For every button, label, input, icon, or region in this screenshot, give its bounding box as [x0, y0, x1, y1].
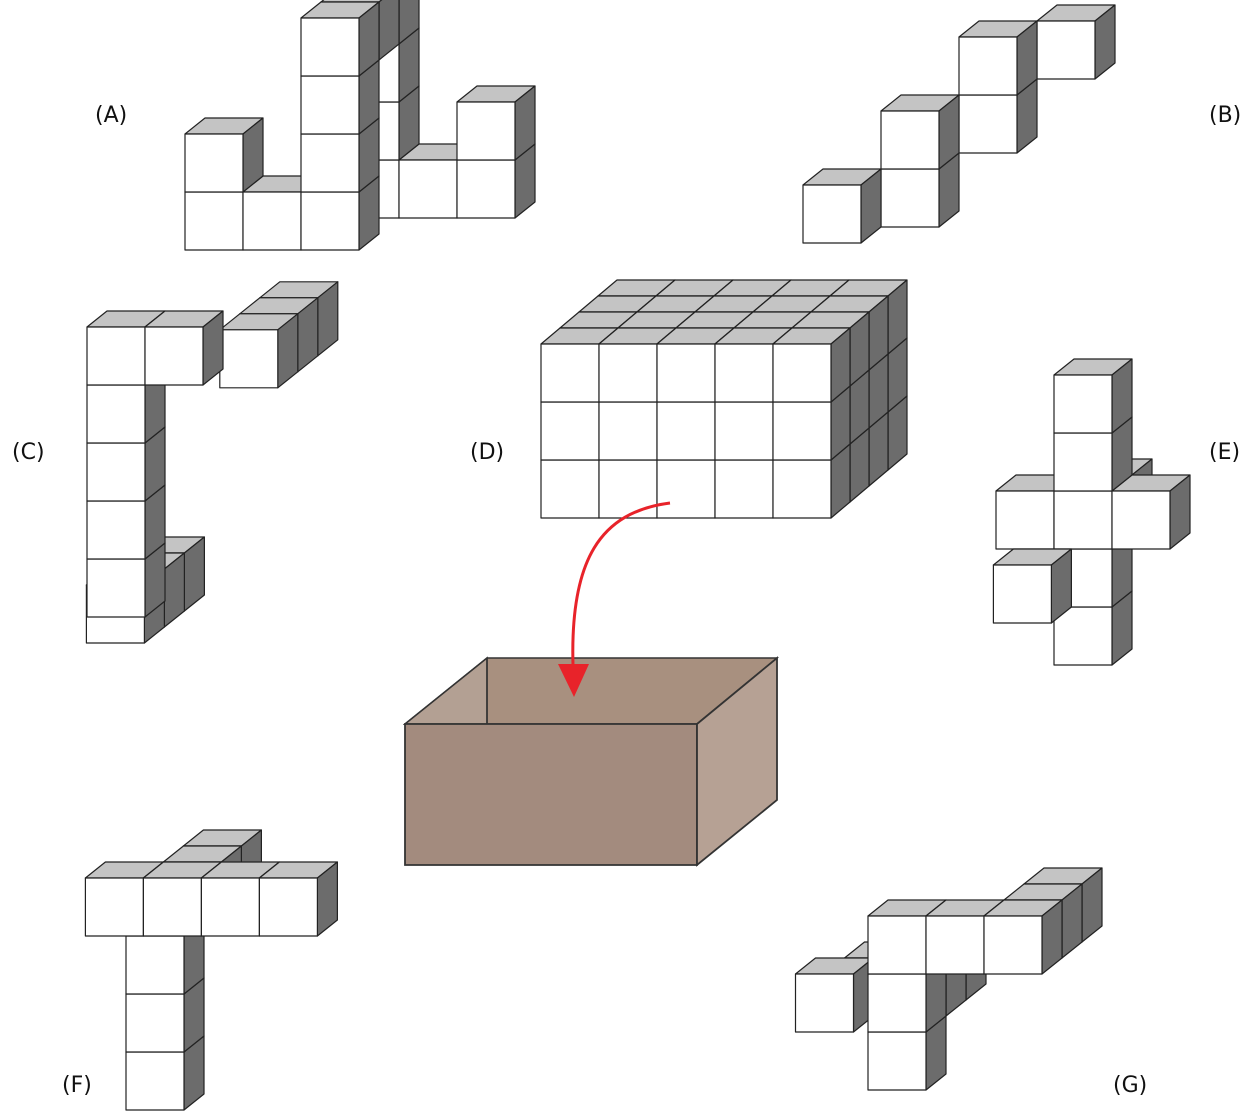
unit-cube: [144, 310, 224, 386]
cube-front-face: [772, 401, 832, 461]
cube-front-face: [772, 459, 832, 519]
cube-front-face: [1053, 606, 1113, 666]
unit-cube: [992, 548, 1073, 624]
label-b: (B): [1209, 103, 1241, 128]
open-box: [402, 656, 780, 867]
label-c: (C): [12, 440, 45, 465]
cube-front-face: [142, 877, 202, 937]
unit-cube: [1053, 358, 1133, 434]
cube-front-face: [598, 401, 658, 461]
unit-cube: [794, 957, 875, 1033]
box-inner-left-wall: [402, 656, 488, 725]
unit-cube: [880, 94, 960, 170]
cube-front-face: [540, 401, 600, 461]
shape-a: [184, 0, 536, 251]
cube-front-face: [1036, 20, 1096, 80]
cube-front-face: [714, 459, 774, 519]
cube-front-face: [258, 877, 318, 937]
unit-cube: [219, 313, 299, 389]
cube-front-face: [880, 168, 940, 228]
shape-g: [794, 867, 1103, 1091]
unit-cube: [802, 168, 882, 244]
cube-front-face: [184, 133, 244, 193]
cube-front-face: [184, 191, 244, 251]
unit-cube: [958, 20, 1038, 96]
cube-front-face: [300, 75, 360, 135]
cube-front-face: [867, 1031, 927, 1091]
cube-front-face: [125, 993, 185, 1053]
box-right-face: [696, 656, 778, 867]
cube-front-face: [1111, 490, 1171, 550]
cube-front-face: [540, 343, 600, 403]
cube-front-face: [714, 343, 774, 403]
cube-front-face: [772, 343, 832, 403]
unit-cube: [1036, 4, 1116, 80]
cube-front-face: [86, 326, 146, 386]
cube-front-face: [1053, 490, 1113, 550]
shape-f: [84, 829, 338, 1111]
cube-front-face: [86, 384, 146, 444]
label-e: (E): [1209, 440, 1240, 465]
cube-front-face: [300, 133, 360, 193]
shape-d-cuboid: [540, 279, 908, 519]
cube-front-face: [540, 459, 600, 519]
cube-front-face: [1053, 374, 1113, 434]
cube-front-face: [880, 110, 940, 170]
unit-cube: [983, 899, 1063, 975]
unit-cube: [1111, 474, 1191, 550]
shape-c: [85, 281, 339, 644]
unit-cube: [184, 117, 264, 193]
shape-b: [802, 4, 1116, 244]
label-a: (A): [95, 103, 127, 128]
cube-front-face: [925, 915, 985, 975]
box-front-face: [404, 723, 698, 866]
cube-front-face: [983, 915, 1043, 975]
cube-front-face: [995, 490, 1055, 550]
label-g: (G): [1113, 1073, 1147, 1098]
cube-front-face: [144, 326, 204, 386]
red-curved-arrow: [558, 501, 671, 697]
cube-front-face: [714, 401, 774, 461]
unit-cube: [300, 1, 380, 77]
cube-front-face: [200, 877, 260, 937]
cube-front-face: [242, 191, 302, 251]
cube-front-face: [867, 973, 927, 1033]
cube-front-face: [958, 94, 1018, 154]
label-d: (D): [470, 440, 504, 465]
cube-front-face: [867, 915, 927, 975]
cube-front-face: [84, 877, 144, 937]
shape-e: [992, 358, 1191, 666]
cube-front-face: [656, 343, 716, 403]
cube-front-face: [398, 159, 458, 219]
cube-front-face: [456, 159, 516, 219]
unit-cube: [456, 85, 536, 161]
cube-front-face: [86, 442, 146, 502]
cube-front-face: [794, 973, 855, 1033]
cube-front-face: [1053, 432, 1113, 492]
cube-front-face: [656, 459, 716, 519]
cube-front-face: [958, 36, 1018, 96]
cube-front-face: [300, 17, 360, 77]
cube-front-face: [86, 500, 146, 560]
cube-front-face: [125, 935, 185, 995]
cube-front-face: [86, 558, 146, 618]
label-f: (F): [62, 1073, 92, 1098]
unit-cube: [772, 327, 851, 403]
cube-front-face: [656, 401, 716, 461]
cube-front-face: [125, 1051, 185, 1111]
cube-front-face: [598, 343, 658, 403]
cube-front-face: [456, 101, 516, 161]
cube-front-face: [992, 564, 1053, 624]
cube-front-face: [300, 191, 360, 251]
cube-front-face: [219, 329, 279, 389]
unit-cube: [867, 957, 947, 1033]
cube-front-face: [598, 459, 658, 519]
cube-front-face: [802, 184, 862, 244]
unit-cube: [258, 861, 338, 937]
